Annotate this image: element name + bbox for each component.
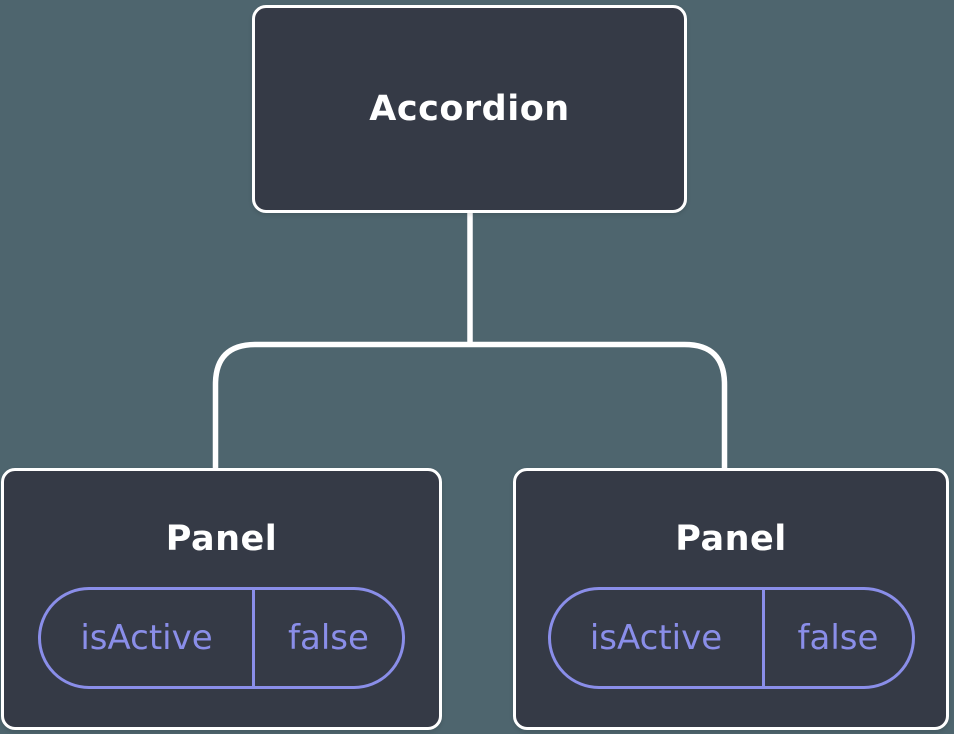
node-accordion-label: Accordion <box>369 89 570 129</box>
prop-name: isActive <box>41 590 255 686</box>
node-panel-1-label: Panel <box>165 519 278 559</box>
node-panel-1: Panel isActive false <box>1 468 442 730</box>
connector-branch <box>212 341 728 472</box>
prop-name: isActive <box>551 590 765 686</box>
prop-pill: isActive false <box>547 587 915 689</box>
node-panel-2-label: Panel <box>675 519 787 559</box>
prop-pill: isActive false <box>38 587 405 689</box>
node-panel-2: Panel isActive false <box>513 468 949 730</box>
node-accordion: Accordion <box>252 5 687 213</box>
prop-value: false <box>288 618 369 658</box>
prop-value: false <box>797 618 879 658</box>
